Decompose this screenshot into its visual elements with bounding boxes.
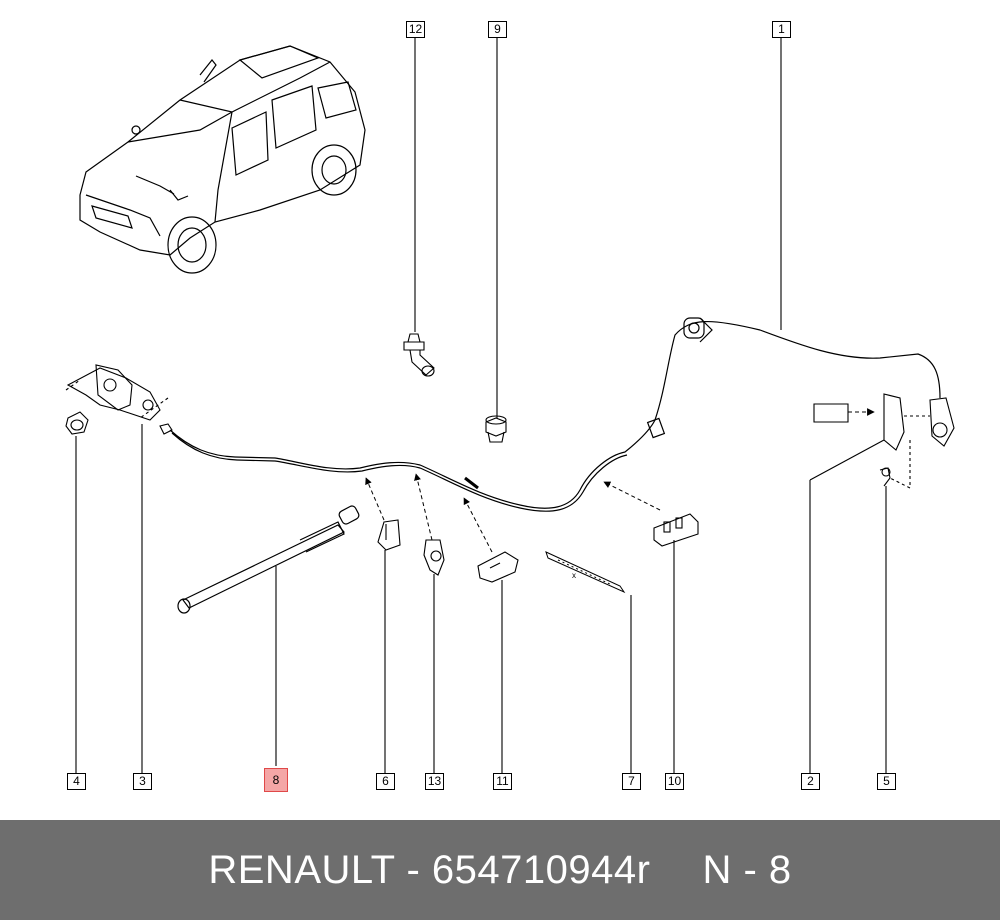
callout-2: 2	[801, 773, 820, 790]
callout-11: 11	[493, 773, 512, 790]
release-handle	[813, 393, 955, 489]
hood-latch	[65, 364, 173, 435]
clip-6	[377, 519, 401, 551]
callout-1: 1	[772, 21, 791, 38]
callout-4: 4	[67, 773, 86, 790]
clip-12	[403, 333, 435, 377]
leader-lines	[75, 37, 887, 773]
part-info-footer: RENAULT - 654710944r N - 8	[0, 820, 1000, 920]
clip-11	[477, 551, 519, 583]
clip-10	[653, 513, 699, 547]
diagram-canvas: x	[65, 37, 955, 773]
assembly-arrows	[365, 473, 661, 553]
callout-8-highlighted: 8	[264, 768, 288, 792]
svg-text:x: x	[572, 571, 576, 580]
callout-7: 7	[622, 773, 641, 790]
cable-tie-7: x	[545, 551, 626, 594]
callout-13: 13	[425, 773, 444, 790]
parts-diagram: x	[65, 21, 955, 792]
clip-13	[423, 539, 445, 576]
callout-9: 9	[488, 21, 507, 38]
callout-6: 6	[376, 773, 395, 790]
gas-strut	[177, 505, 360, 614]
callout-12: 12	[406, 21, 425, 38]
vehicle-illustration	[79, 45, 366, 274]
part-number-text: RENAULT - 654710944r	[208, 847, 651, 892]
nut-9	[485, 415, 507, 443]
callout-5: 5	[877, 773, 896, 790]
diagram-ref-text: N - 8	[702, 847, 792, 892]
callout-3: 3	[133, 773, 152, 790]
callout-10: 10	[665, 773, 684, 790]
release-cable	[169, 317, 941, 512]
